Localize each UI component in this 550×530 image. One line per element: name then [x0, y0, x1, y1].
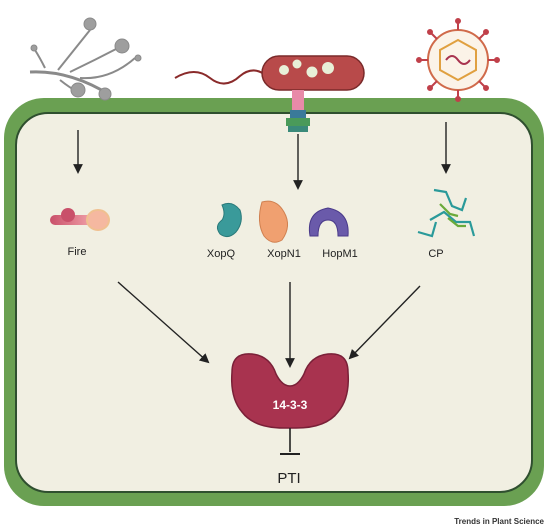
- virus-spikes: [416, 18, 500, 102]
- cp-protein-icon: [417, 188, 476, 238]
- hopm1-protein-icon: [308, 207, 349, 237]
- label-14-3-3: 14-3-3: [272, 398, 308, 412]
- protein-1433-icon: [230, 353, 350, 429]
- label-cp: CP: [428, 248, 444, 260]
- xopq-protein-icon: [216, 202, 242, 238]
- arrow-cp-to-1433: [348, 285, 421, 360]
- bacterium-icon: [174, 55, 365, 91]
- secretion-system-icon: [286, 90, 310, 132]
- cell-cytoplasm: [15, 112, 533, 493]
- arrow-fire-to-1433: [117, 281, 210, 364]
- fungus-icon: [29, 17, 142, 101]
- label-hopm1: HopM1: [322, 248, 358, 260]
- xopn1-protein-icon: [258, 200, 288, 243]
- label-fire: Fire: [67, 246, 87, 258]
- journal-credit: Trends in Plant Science: [454, 517, 544, 526]
- label-pti: PTI: [277, 470, 301, 487]
- label-xopq: XopQ: [206, 248, 236, 260]
- fire-protein-icon: [50, 208, 110, 231]
- label-xopn1: XopN1: [267, 248, 301, 260]
